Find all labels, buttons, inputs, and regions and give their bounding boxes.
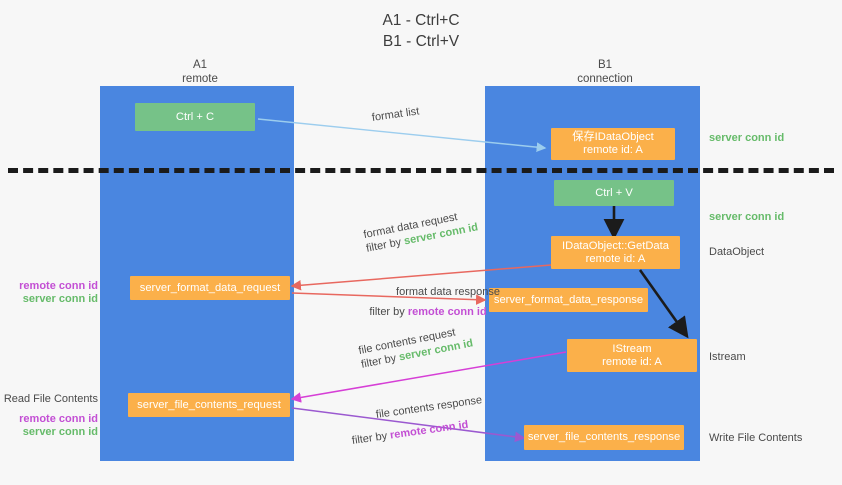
dashed-divider bbox=[8, 168, 834, 173]
box-server-file-contents-request-label: server_file_contents_request bbox=[137, 398, 281, 411]
filter-prefix: filter by bbox=[369, 306, 408, 318]
right-label-dataobject: DataObject bbox=[709, 246, 765, 258]
box-ctrl-c[interactable]: Ctrl + C bbox=[135, 103, 255, 131]
page-title: A1 - Ctrl+C B1 - Ctrl+V bbox=[382, 12, 460, 50]
box-save-idataobject-line1: 保存IDataObject bbox=[572, 131, 654, 143]
box-getdata-line1: IDataObject::GetData bbox=[562, 239, 669, 252]
filter-value-remote-conn-id: remote conn id bbox=[407, 306, 487, 318]
label-format-data-response: format data response bbox=[396, 286, 500, 298]
right-label-server-conn-id-mid: server conn id bbox=[709, 211, 785, 223]
column-header-b1-line2: connection bbox=[577, 73, 633, 85]
label-file-contents-response-filter: filter by remote conn id bbox=[351, 418, 469, 448]
box-server-file-contents-response[interactable]: server_file_contents_response bbox=[524, 425, 684, 450]
box-istream[interactable]: IStream remote id: A bbox=[567, 339, 697, 372]
right-label-istream: Istream bbox=[709, 351, 746, 363]
column-header-b1-line1: B1 bbox=[597, 59, 613, 71]
box-server-format-data-response-label: server_format_data_response bbox=[493, 293, 644, 306]
box-getdata-line2: remote id: A bbox=[585, 252, 646, 265]
column-header-a1-line1: A1 bbox=[192, 59, 208, 71]
column-header-a1: A1 remote bbox=[140, 58, 260, 86]
box-ctrl-c-label: Ctrl + C bbox=[175, 110, 215, 123]
label-format-data-request: format data request filter by server con… bbox=[362, 207, 480, 256]
left-label-server-conn-id-2: server conn id bbox=[22, 426, 98, 438]
box-save-idataobject[interactable]: 保存IDataObject remote id: A bbox=[551, 128, 675, 160]
box-server-file-contents-request[interactable]: server_file_contents_request bbox=[128, 393, 290, 417]
label-file-contents-request: file contents request filter by server c… bbox=[357, 323, 475, 372]
label-format-list: format list bbox=[371, 105, 421, 124]
box-ctrl-v-label: Ctrl + V bbox=[595, 186, 633, 199]
column-header-a1-line2: remote bbox=[182, 73, 218, 85]
box-server-format-data-response[interactable]: server_format_data_response bbox=[489, 288, 648, 312]
box-ctrl-v[interactable]: Ctrl + V bbox=[554, 180, 674, 206]
box-istream-line2: remote id: A bbox=[602, 355, 662, 368]
box-server-file-contents-response-label: server_file_contents_response bbox=[527, 431, 681, 443]
box-save-idataobject-line2: remote id: A bbox=[583, 144, 643, 156]
box-istream-line1: IStream bbox=[612, 342, 652, 355]
right-label-write-file-contents: Write File Contents bbox=[709, 432, 803, 444]
left-label-remote-conn-id-1: remote conn id bbox=[19, 280, 98, 292]
label-format-data-response-filter: filter by remote conn id bbox=[338, 305, 518, 319]
left-label-server-conn-id-1: server conn id bbox=[22, 293, 98, 305]
box-getdata[interactable]: IDataObject::GetData remote id: A bbox=[551, 236, 680, 269]
filter-value-remote-conn-id: remote conn id bbox=[389, 418, 470, 442]
column-header-b1: B1 connection bbox=[535, 58, 675, 86]
left-label-remote-conn-id-2: remote conn id bbox=[19, 413, 98, 425]
filter-prefix: filter by bbox=[351, 429, 391, 447]
right-label-server-conn-id-top: server conn id bbox=[709, 132, 785, 144]
box-server-format-data-request[interactable]: server_format_data_request bbox=[130, 276, 290, 300]
left-label-read-file-contents: Read File Contents bbox=[3, 393, 98, 405]
box-server-format-data-request-label: server_format_data_request bbox=[139, 281, 281, 294]
